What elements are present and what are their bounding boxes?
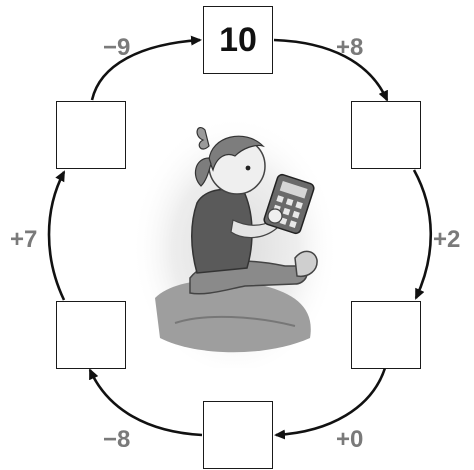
operation-bottom-right: +0 — [336, 428, 363, 452]
box-top-right[interactable] — [351, 101, 421, 169]
operation-right: +2 — [433, 228, 460, 252]
arrow-top-to-topright — [274, 40, 387, 100]
arrow-bottomleft-to-topleft — [49, 172, 64, 300]
box-top-start: 10 — [203, 6, 273, 74]
operation-top-left: −9 — [103, 36, 130, 60]
operation-left: +7 — [10, 228, 37, 252]
operation-bottom-left: −8 — [103, 428, 130, 452]
box-bottom-right[interactable] — [351, 301, 421, 369]
operation-top-right: +8 — [336, 36, 363, 60]
arrow-topright-to-bottomright — [414, 170, 431, 298]
arrow-bottomright-to-bottom — [276, 368, 385, 435]
girl-with-calculator-illustration — [135, 108, 335, 368]
box-bottom-left[interactable] — [56, 301, 126, 369]
box-bottom[interactable] — [203, 401, 273, 469]
box-top-left[interactable] — [56, 101, 126, 169]
